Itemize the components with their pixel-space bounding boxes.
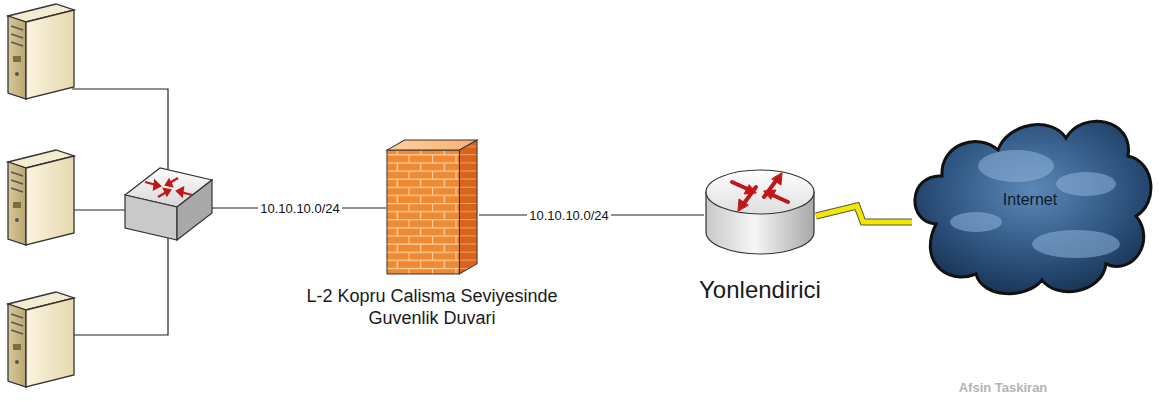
server-icon	[8, 4, 74, 99]
subnet-label: 10.10.10.0/24	[258, 201, 342, 216]
node-label: L-2 Kopru Calisma Seviyesinde Guvenlik D…	[292, 286, 572, 329]
firewall-shape	[385, 138, 479, 276]
watermark: Afsin Taskiran	[957, 380, 1050, 395]
firewall-node: L-2 Kopru Calisma Seviyesinde Guvenlik D…	[385, 138, 479, 276]
router-shape	[704, 164, 816, 256]
server-icon	[8, 292, 74, 387]
wan-link	[816, 206, 912, 222]
subnet-label: 10.10.10.0/24	[527, 208, 611, 223]
node-label: Yonlendirici	[660, 276, 860, 305]
node-label: Internet	[960, 190, 1100, 209]
wan-link-outline	[816, 206, 912, 222]
cloud-node: Internet	[906, 104, 1154, 300]
router-node: Yonlendirici	[704, 164, 816, 256]
server-icon	[8, 150, 74, 245]
switch-icon	[125, 168, 212, 240]
